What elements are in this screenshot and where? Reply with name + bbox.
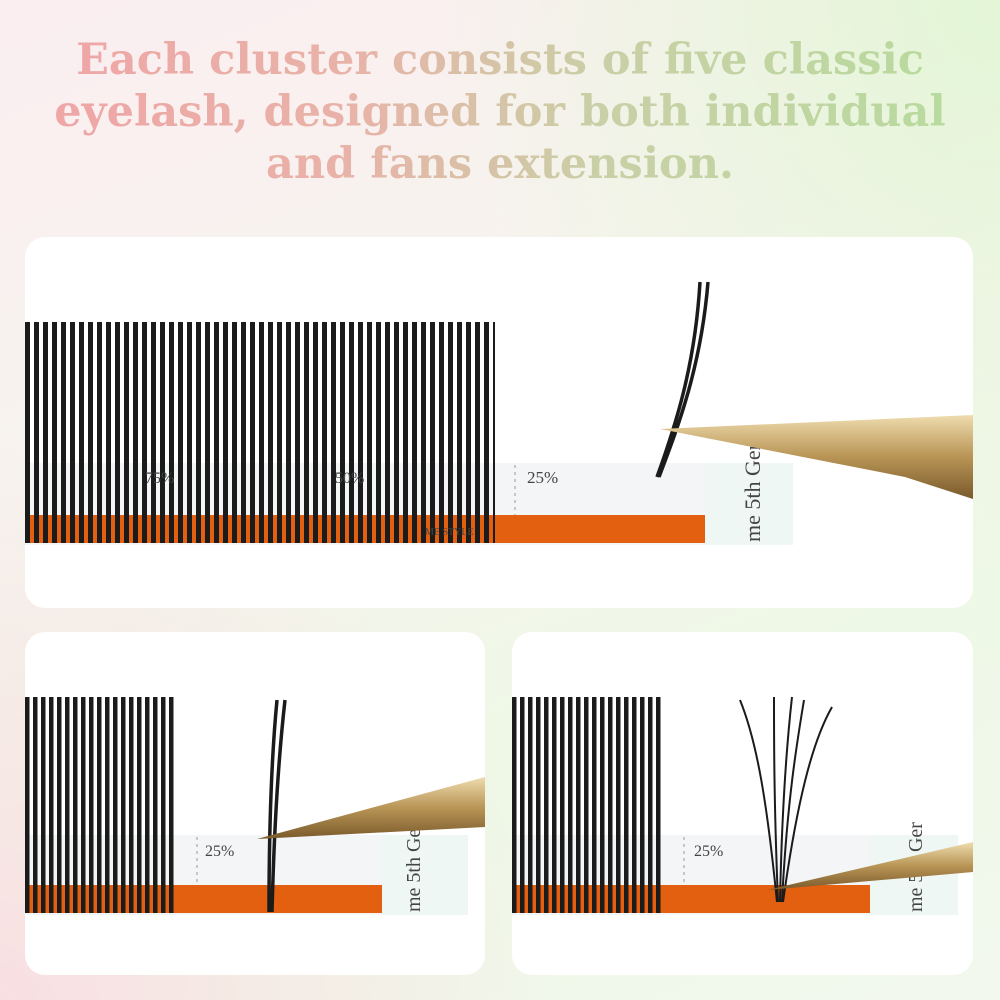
mark-50: 50% [335, 470, 364, 487]
lash-cluster [655, 281, 710, 478]
tweezer [257, 777, 485, 839]
lash-cluster [267, 699, 287, 913]
mark-25: 25% [527, 468, 558, 487]
mark-75: 75% [145, 470, 174, 487]
headline-line-3: and fans extension. [266, 139, 734, 189]
lash-row [25, 697, 175, 913]
band-label: ME STYLE [425, 527, 474, 538]
side-label: me 5th Ger [740, 442, 765, 542]
lash-strip-illustration: 75% 50% 25% ME STYLE me 5th Ger [25, 281, 973, 545]
lash-row [512, 697, 664, 913]
lash-strip-illustration: 25% me 5th Ger [512, 696, 973, 915]
panel-cluster-pickup: 25% me 5th Ger [25, 632, 485, 975]
panel-single-cluster: 75% 50% 25% ME STYLE me 5th Ger [25, 237, 973, 608]
lash-row [25, 322, 495, 543]
panel-cluster-fanned: 25% me 5th Ger [512, 632, 973, 975]
headline: Each cluster consists of five classic ey… [0, 34, 1000, 190]
mark-25: 25% [205, 843, 234, 860]
side-label: me 5th Ger [403, 822, 425, 912]
side-label-area [705, 463, 793, 545]
tweezer [767, 842, 973, 890]
tweezer [660, 415, 973, 499]
headline-line-2: eyelash, designed for both individual [54, 87, 946, 137]
lash-strip-illustration: 25% me 5th Ger [25, 697, 485, 915]
headline-line-1: Each cluster consists of five classic [76, 35, 924, 85]
fanned-cluster [739, 696, 833, 903]
mark-25: 25% [694, 843, 723, 860]
